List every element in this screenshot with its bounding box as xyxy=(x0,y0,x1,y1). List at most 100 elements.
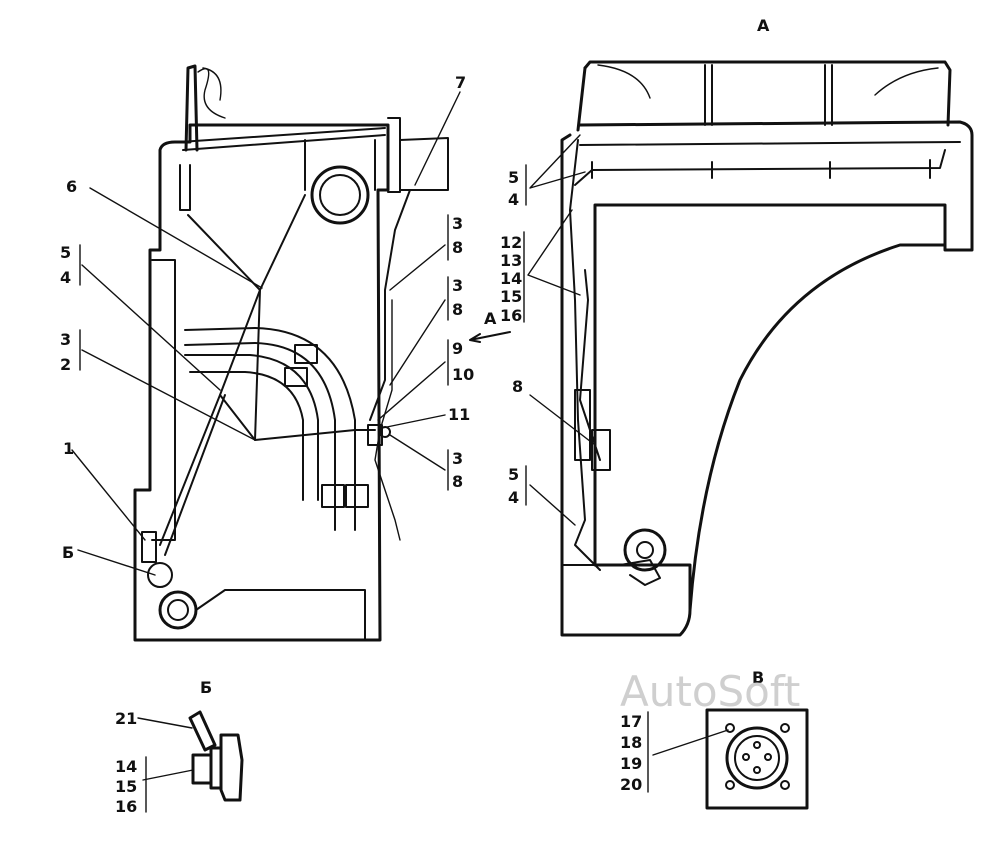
wire-horizontal xyxy=(219,394,376,441)
callout-b15: 15 xyxy=(115,777,137,796)
leader-17-20 xyxy=(652,729,729,756)
relay-box xyxy=(574,389,591,461)
leader-1 xyxy=(71,449,146,541)
callout-r5b: 5 xyxy=(508,465,519,484)
detail-v-socket-outer xyxy=(725,726,789,790)
arrow-a xyxy=(469,331,511,343)
antenna-wire-2 xyxy=(202,67,222,101)
callout-r5: 5 xyxy=(508,168,519,187)
leader-9-10 xyxy=(377,361,446,421)
detail-v-pin-4 xyxy=(753,766,761,774)
detail-b-plate xyxy=(219,733,244,802)
detail-v-pin-3 xyxy=(764,753,772,761)
callout-r4: 4 xyxy=(508,190,519,209)
bottom-hole-inner xyxy=(167,599,189,621)
callout-v19: 19 xyxy=(620,754,642,773)
detail-v-socket-mid xyxy=(734,735,780,781)
callout-v17: 17 xyxy=(620,712,642,731)
leader-3-8a xyxy=(389,244,446,291)
left-panel-outline xyxy=(133,123,390,642)
detail-b-rod xyxy=(188,710,217,752)
upper-box xyxy=(387,117,401,193)
wheel-inner xyxy=(636,541,654,559)
vertical-harness xyxy=(569,139,601,571)
roof-frame xyxy=(583,60,952,127)
detail-b xyxy=(137,710,244,813)
callout-r4b: 4 xyxy=(508,488,519,507)
bottom-step xyxy=(195,589,366,641)
leader-6 xyxy=(89,187,263,289)
wire-main-diag xyxy=(159,194,306,546)
top-harness-clips xyxy=(591,159,931,179)
left-tube xyxy=(151,259,176,541)
callout-3d: 3 xyxy=(452,449,463,468)
lamp-1 xyxy=(141,531,157,563)
callout-4: 4 xyxy=(60,268,71,287)
detail-v-screw-3 xyxy=(725,780,735,790)
roof-frame-left xyxy=(576,66,587,132)
callout-3c: 3 xyxy=(452,276,463,295)
leader-12-16 xyxy=(527,209,581,296)
detail-b-nut xyxy=(191,753,213,785)
roof-wire-right xyxy=(874,67,939,96)
detail-v-pin-2 xyxy=(742,753,750,761)
arrow-a-label: A xyxy=(484,309,497,328)
view-a-title: A xyxy=(757,16,770,35)
left-upper-tube xyxy=(179,164,191,211)
wheel-outer xyxy=(623,528,667,572)
callout-8d: 8 xyxy=(452,472,463,491)
wheel-bracket xyxy=(619,559,661,586)
vertical-harness-2 xyxy=(579,269,601,461)
callout-b16: 16 xyxy=(115,797,137,816)
wire-low-diag xyxy=(164,394,226,556)
callout-r14: 14 xyxy=(500,269,522,288)
callout-11: 11 xyxy=(448,405,470,424)
callout-r12: 12 xyxy=(500,233,522,252)
detail-v-screw-1 xyxy=(725,723,735,733)
leader-21 xyxy=(137,717,193,729)
callout-5: 5 xyxy=(60,243,71,262)
detail-v-plate xyxy=(705,708,809,810)
view-b-title: Б xyxy=(200,678,212,697)
antenna-post xyxy=(184,64,199,152)
top-harness xyxy=(574,149,946,186)
callout-v18: 18 xyxy=(620,733,642,752)
callout-10: 10 xyxy=(452,365,474,384)
left-panel-view xyxy=(133,64,511,642)
detail-v-screw-2 xyxy=(780,723,790,733)
fender-outline xyxy=(578,120,974,612)
callout-8c: 8 xyxy=(452,300,463,319)
right-view-a xyxy=(523,60,974,637)
hose-clamp-1 xyxy=(294,344,318,364)
leader-3-2-left xyxy=(81,349,256,441)
leader-7 xyxy=(414,91,461,186)
detail-v xyxy=(647,708,809,810)
left-leaders xyxy=(71,91,461,576)
leader-14-16 xyxy=(142,769,194,781)
vent-circle-outer xyxy=(310,165,370,225)
callout-r16: 16 xyxy=(500,306,522,325)
roof-posts xyxy=(704,64,833,126)
top-rail xyxy=(179,127,386,143)
leader-3-8d xyxy=(389,434,446,471)
upper-box-2 xyxy=(399,137,449,191)
fender-inner xyxy=(579,141,961,146)
callout-1: 1 xyxy=(63,439,74,458)
callout-6: 6 xyxy=(66,177,77,196)
callout-r15: 15 xyxy=(500,287,522,306)
leader-5-4b xyxy=(529,484,576,526)
lamp-8 xyxy=(591,429,611,471)
watermark: AutoSoft xyxy=(620,667,800,716)
detail-v-screw-4 xyxy=(780,780,790,790)
hose-3 xyxy=(184,354,319,501)
bottom-hole-outer xyxy=(158,590,198,630)
callout-9: 9 xyxy=(452,339,463,358)
leader-8 xyxy=(529,394,596,446)
hose-clamp-3 xyxy=(321,484,345,508)
callout-2: 2 xyxy=(60,355,71,374)
detail-v-pin-1 xyxy=(753,741,761,749)
fender-left-edge xyxy=(560,133,692,637)
vent-circle-inner xyxy=(319,174,361,216)
callout-B: Б xyxy=(62,543,74,562)
